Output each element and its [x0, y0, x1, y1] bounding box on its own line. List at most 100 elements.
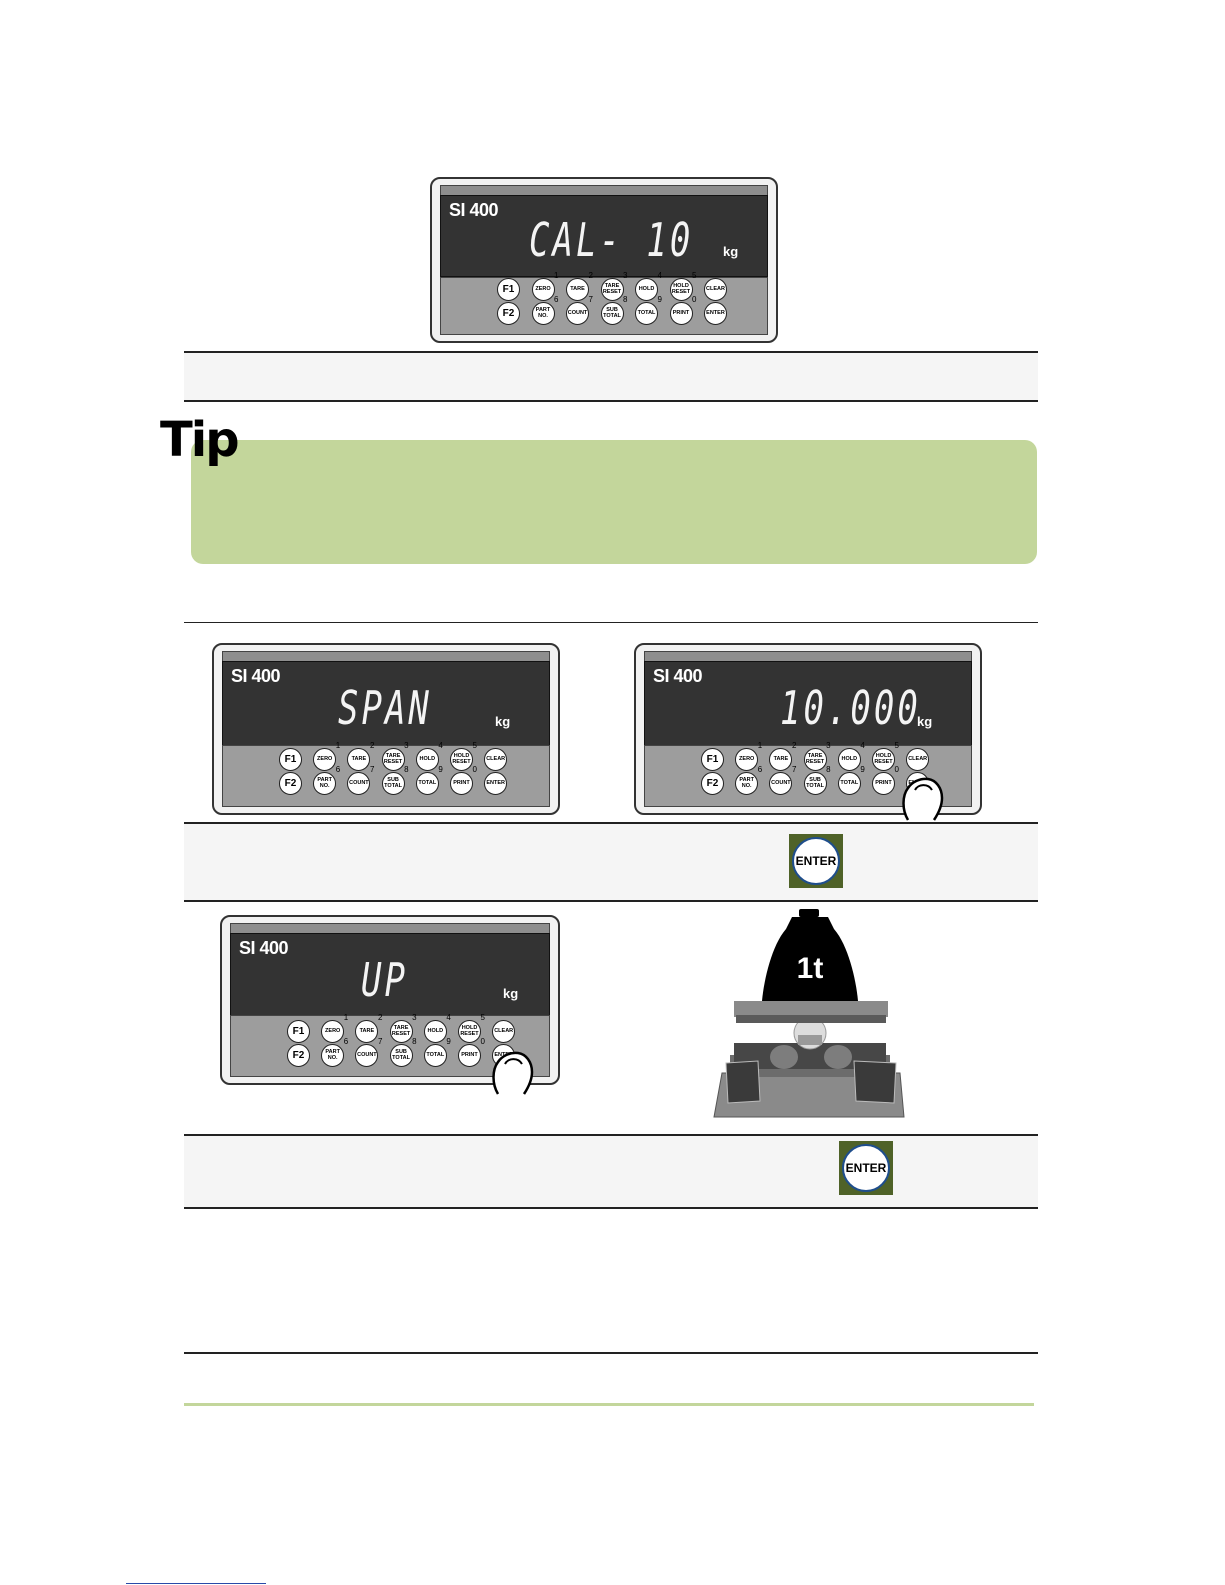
- key-number: 5: [692, 271, 697, 280]
- key-number: 9: [657, 295, 662, 304]
- key-label: PRINT: [461, 1051, 478, 1058]
- key-label: ZERO: [739, 755, 755, 762]
- key-clear[interactable]: CLEAR: [492, 1020, 516, 1043]
- key-number: 3: [623, 271, 628, 280]
- key-number: 0: [480, 1037, 485, 1046]
- key-number: 7: [369, 765, 375, 774]
- key-number: 9: [446, 1037, 451, 1046]
- key-label: HOLD RESET: [452, 753, 471, 765]
- key-label: CLEAR: [494, 1027, 514, 1034]
- step-row: [184, 352, 1038, 401]
- key-number: 8: [404, 765, 409, 774]
- unit-label: kg: [495, 714, 511, 729]
- key-number: 6: [554, 295, 559, 304]
- footer-line: [184, 1403, 1034, 1406]
- key-label: HOLD RESET: [460, 1025, 479, 1037]
- unit-label: kg: [503, 986, 519, 1001]
- key-label: PRINT: [453, 779, 470, 786]
- key-f2[interactable]: F2: [287, 1044, 310, 1067]
- key-part-no[interactable]: PART NO.6: [735, 766, 762, 795]
- key-number: 5: [472, 741, 477, 750]
- key-part-no[interactable]: PART NO.6: [321, 1038, 348, 1067]
- unit-label: kg: [917, 714, 933, 729]
- divider: [184, 622, 1038, 623]
- key-f2[interactable]: F2: [497, 302, 520, 325]
- key-f1[interactable]: F1: [287, 1020, 310, 1043]
- key-number: 0: [894, 765, 899, 774]
- key-number: 9: [438, 765, 443, 774]
- tip-title: Tip: [160, 412, 240, 468]
- key-f1[interactable]: F1: [279, 748, 302, 771]
- key-number: 1: [554, 271, 559, 280]
- key-clear[interactable]: CLEAR: [906, 748, 930, 771]
- key-f1[interactable]: F1: [701, 748, 724, 771]
- key-f2[interactable]: F2: [279, 772, 302, 795]
- key-clear[interactable]: CLEAR: [484, 748, 508, 771]
- key-number: 2: [791, 741, 797, 750]
- key-label: PART NO.: [739, 777, 754, 789]
- model-label: SI 400: [231, 666, 281, 686]
- key-label: TARE RESET: [805, 753, 825, 765]
- key-label: ZERO: [535, 285, 551, 292]
- key-part-no[interactable]: PART NO.6: [313, 766, 340, 795]
- key-number: 3: [412, 1013, 417, 1022]
- key-clear[interactable]: CLEAR: [704, 278, 727, 301]
- key-f2[interactable]: F2: [701, 772, 724, 795]
- indicator-screen: SI 400 UP kg: [230, 933, 550, 1017]
- key-label: ENTER: [494, 1051, 513, 1058]
- key-number: 3: [826, 741, 831, 750]
- key-enter[interactable]: ENTER: [704, 302, 727, 325]
- divider: [184, 822, 1038, 824]
- key-label: SUB TOTAL: [603, 307, 621, 319]
- key-part-no[interactable]: PART NO.6: [531, 296, 559, 325]
- key-label: ENTER: [486, 779, 505, 786]
- key-label: PART NO.: [535, 307, 551, 319]
- key-number: 7: [377, 1037, 383, 1046]
- key-number: 7: [791, 765, 797, 774]
- key-enter[interactable]: ENTER: [484, 772, 508, 795]
- key-label: ENTER: [706, 309, 725, 316]
- key-label: TARE: [359, 1027, 375, 1034]
- key-f1[interactable]: F1: [497, 278, 520, 301]
- key-label: CLEAR: [908, 755, 928, 762]
- weight-label: 1t: [797, 952, 824, 985]
- key-label: COUNT: [349, 779, 369, 786]
- key-number: 5: [480, 1013, 485, 1022]
